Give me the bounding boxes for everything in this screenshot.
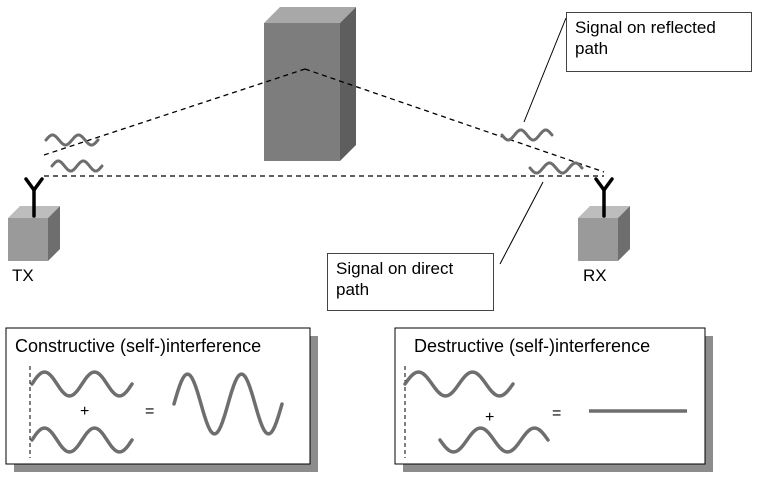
- direct-path-callout: Signal on direct path: [327, 253, 494, 311]
- rx-label: RX: [583, 266, 607, 285]
- tx-antenna-icon: [24, 177, 44, 218]
- constructive-result-wave-icon: [172, 372, 284, 436]
- tx-label: TX: [12, 266, 34, 285]
- rx-antenna-icon: [594, 177, 614, 218]
- destructive-wave-1-icon: [403, 370, 515, 398]
- constructive-wave-1-icon: [30, 370, 134, 398]
- constructive-plus-sign: +: [80, 403, 90, 420]
- destructive-equals-sign: =: [552, 405, 562, 422]
- tx-reflected-wave-icon: [44, 133, 100, 147]
- direct-callout-leader: [499, 181, 544, 265]
- constructive-panel-title: Constructive (self-)interference: [15, 336, 262, 356]
- reflected-callout-leader: [523, 17, 567, 123]
- building: [264, 7, 356, 161]
- tx-direct-wave-icon: [50, 159, 104, 173]
- rx-reflected-wave-icon: [500, 128, 554, 142]
- reflected-path-outgoing: [304, 68, 605, 173]
- rx-direct-wave-icon: [528, 161, 584, 175]
- constructive-equals-sign: =: [145, 403, 155, 420]
- rx-receiver: [578, 177, 630, 261]
- tx-transmitter: [8, 177, 60, 261]
- destructive-panel-title: Destructive (self-)interference: [414, 336, 651, 356]
- reflected-path-callout: Signal on reflected path: [566, 12, 752, 72]
- constructive-wave-2-icon: [30, 426, 134, 454]
- destructive-wave-2-icon: [438, 426, 550, 454]
- destructive-plus-sign: +: [485, 409, 495, 426]
